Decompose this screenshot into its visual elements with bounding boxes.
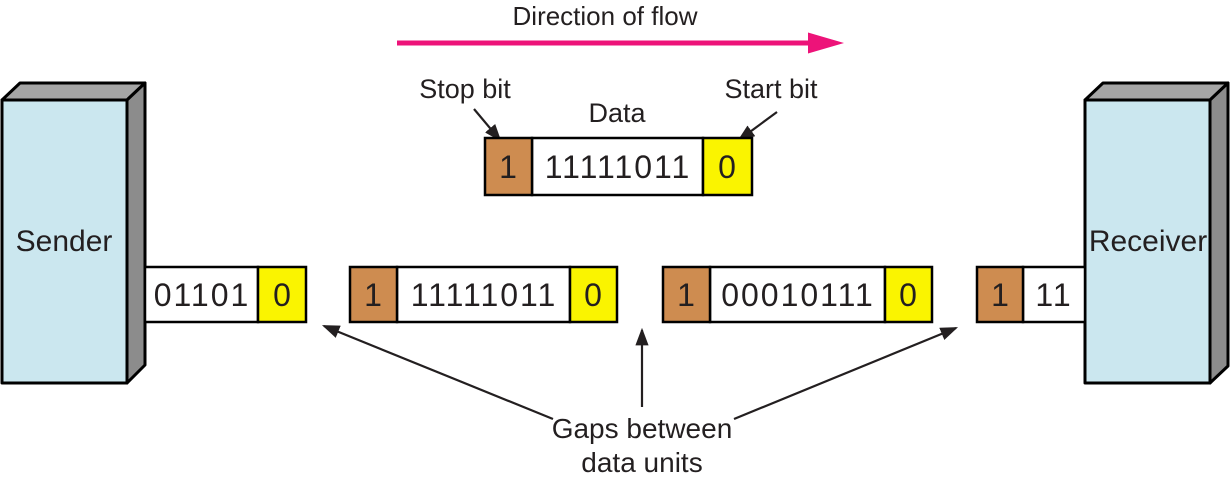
stream-frame-4: 1 11 [975,265,1087,324]
stop-bit-label: Stop bit [419,74,511,104]
frame3-stop-bit-box [661,265,712,324]
legend-start-bit-box [701,136,754,197]
stream-frame-1: 01101 0 [143,265,308,324]
sender-label: Sender [16,225,113,258]
frame3-start-bit-box [883,265,934,324]
sender-device: Sender [0,81,147,385]
receiver-box-top [1083,81,1230,102]
frame1-start-bit-value: 0 [273,277,291,313]
frame2-stop-bit-value: 1 [364,277,382,313]
start-bit-label: Start bit [724,74,818,104]
legend-frame: Stop bit Data Start bit 1 11111011 0 [419,74,818,197]
frame3-data-box [708,265,887,324]
flow-direction-label: Direction of flow [513,1,698,31]
frame2-start-bit-value: 0 [584,277,602,313]
legend-data-bits-value: 11111011 [545,149,692,185]
stream-frame-2: 1 11111011 0 [348,265,619,324]
frame1-data-bits-value: 01101 [154,277,251,313]
frame4-stop-bit-box [975,265,1025,324]
flow-direction: Direction of flow [397,1,844,54]
flow-direction-arrow-head-icon [808,32,844,54]
stream-frame-3: 1 00010111 0 [661,265,934,324]
frame2-start-bit-box [568,265,619,324]
receiver-label: Receiver [1089,225,1207,258]
sender-box-face [0,98,129,385]
gaps-label-line1: Gaps between [552,413,733,444]
frame4-data-bits-value: 11 [1035,277,1072,313]
gaps-label-line2: data units [581,447,702,478]
legend-stop-bit-box [483,136,534,197]
start-bit-pointer-arrow-icon [737,111,778,142]
data-label: Data [588,98,646,128]
receiver-box-face [1083,98,1212,385]
sender-box-side [125,81,147,385]
gap-left-arrow-icon [321,324,554,421]
legend-stop-bit-value: 1 [499,149,517,185]
sender-box-top [0,81,147,102]
frame4-data-box [1021,265,1087,324]
frame4-stop-bit-value: 1 [991,277,1009,313]
legend-start-bit-value: 0 [718,149,736,185]
frame3-data-bits-value: 00010111 [721,277,875,313]
gaps-annotation: Gaps between data units [321,324,959,478]
frame3-stop-bit-value: 1 [677,277,695,313]
gap-right-arrow-icon [733,326,959,421]
frame2-stop-bit-box [348,265,399,324]
frame1-start-bit-box [256,265,308,324]
frame2-data-bits-value: 11111011 [411,277,558,313]
frame3-start-bit-value: 0 [899,277,917,313]
receiver-box-side [1208,81,1230,385]
stop-bit-pointer-arrow-icon [473,108,502,142]
receiver-device: Receiver [1083,81,1230,385]
